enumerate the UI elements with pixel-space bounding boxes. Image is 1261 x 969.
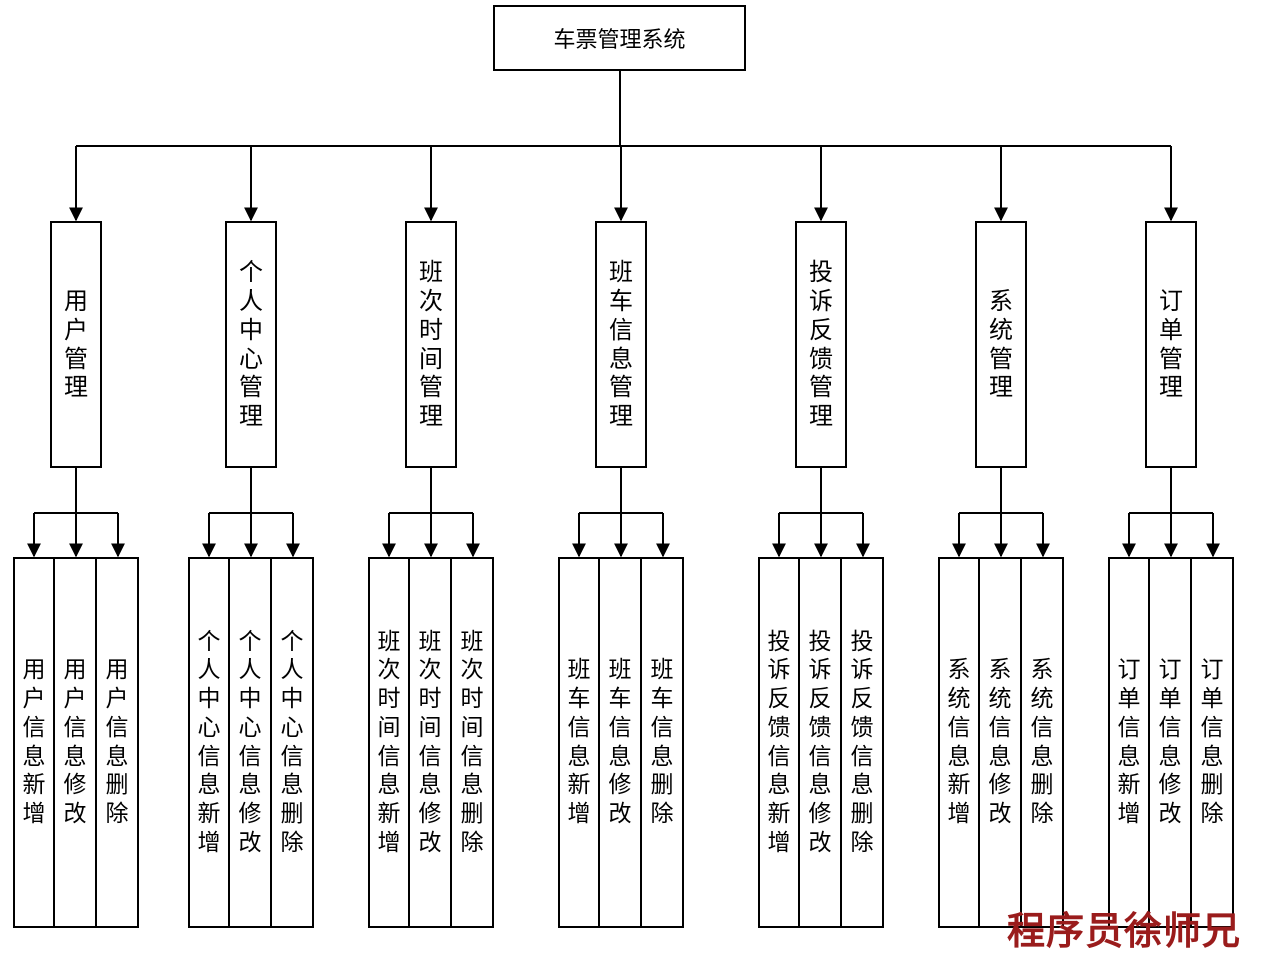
function-node-label: 用户信息删除 [105, 657, 129, 827]
module-node-label: 班车信息管理 [609, 258, 633, 431]
root-node-label: 车票管理系统 [553, 28, 686, 53]
function-node-label: 班次时间信息删除 [460, 628, 484, 856]
function-node: 个人中心信息修改 [230, 557, 272, 928]
module-node-label: 个人中心管理 [239, 258, 263, 431]
function-node: 投诉反馈信息删除 [842, 557, 884, 928]
module-node-label: 用户管理 [64, 286, 88, 402]
function-node-label: 用户信息修改 [63, 657, 87, 827]
module-node: 系统管理 [975, 221, 1027, 468]
function-node-label: 个人中心信息新增 [197, 628, 221, 856]
function-node: 系统信息新增 [938, 557, 980, 928]
module-node: 投诉反馈管理 [795, 221, 847, 468]
module-node-label: 投诉反馈管理 [809, 258, 833, 431]
function-node: 用户信息修改 [55, 557, 97, 928]
root-node: 车票管理系统 [493, 5, 746, 71]
module-node: 订单管理 [1145, 221, 1197, 468]
function-node: 班次时间信息删除 [452, 557, 494, 928]
function-node: 系统信息删除 [1022, 557, 1064, 928]
module-node: 班次时间管理 [405, 221, 457, 468]
function-node: 班次时间信息修改 [410, 557, 452, 928]
function-node: 班车信息修改 [600, 557, 642, 928]
module-node: 个人中心管理 [225, 221, 277, 468]
module-node-label: 系统管理 [989, 286, 1013, 402]
function-node: 订单信息修改 [1150, 557, 1192, 928]
function-node-label: 班车信息删除 [650, 657, 674, 827]
module-node-label: 订单管理 [1159, 286, 1183, 402]
function-node-label: 订单信息修改 [1158, 657, 1182, 827]
function-node-label: 个人中心信息修改 [238, 628, 262, 856]
function-node: 班车信息新增 [558, 557, 600, 928]
watermark: 程序员徐师兄 [1006, 908, 1241, 953]
function-node-label: 班车信息新增 [567, 657, 591, 827]
module-node: 用户管理 [50, 221, 102, 468]
function-node-label: 系统信息修改 [988, 657, 1012, 827]
function-node-label: 订单信息新增 [1117, 657, 1141, 827]
function-node-label: 投诉反馈信息新增 [767, 628, 791, 856]
function-node-label: 用户信息新增 [22, 657, 46, 827]
function-node: 班次时间信息新增 [368, 557, 410, 928]
function-node-label: 订单信息删除 [1200, 657, 1224, 827]
function-node-label: 班车信息修改 [608, 657, 632, 827]
function-node-label: 系统信息删除 [1030, 657, 1054, 827]
function-node-label: 班次时间信息修改 [418, 628, 442, 856]
function-node: 订单信息新增 [1108, 557, 1150, 928]
function-node: 个人中心信息删除 [272, 557, 314, 928]
function-node: 投诉反馈信息修改 [800, 557, 842, 928]
function-node: 用户信息删除 [97, 557, 139, 928]
function-node: 订单信息删除 [1192, 557, 1234, 928]
module-node-label: 班次时间管理 [419, 258, 443, 431]
function-node: 投诉反馈信息新增 [758, 557, 800, 928]
function-node-label: 个人中心信息删除 [280, 628, 304, 856]
function-node-label: 投诉反馈信息修改 [808, 628, 832, 856]
function-node-label: 投诉反馈信息删除 [850, 628, 874, 856]
module-node: 班车信息管理 [595, 221, 647, 468]
function-node: 用户信息新增 [13, 557, 55, 928]
function-node: 系统信息修改 [980, 557, 1022, 928]
function-node: 个人中心信息新增 [188, 557, 230, 928]
function-node: 班车信息删除 [642, 557, 684, 928]
function-node-label: 班次时间信息新增 [377, 628, 401, 856]
function-node-label: 系统信息新增 [947, 657, 971, 827]
